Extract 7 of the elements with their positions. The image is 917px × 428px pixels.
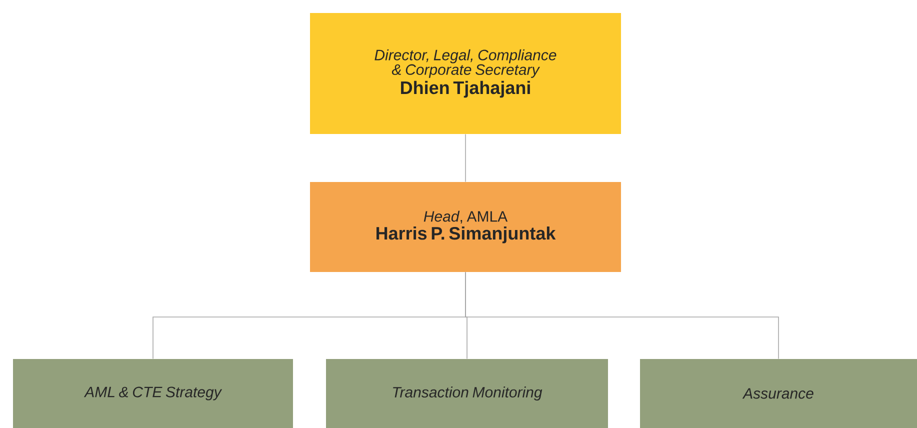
- unit-box: Transaction Monitoring: [326, 359, 608, 428]
- unit-box: AML & CTE Strategy: [13, 359, 293, 428]
- connector-line: [465, 134, 466, 182]
- unit-box: Assurance: [640, 359, 917, 428]
- head-box: Head, AMLA Harris P. Simanjuntak: [310, 182, 621, 272]
- director-box: Director, Legal, Compliance & Corporate Secretary Dhien Tjahajani: [310, 13, 621, 134]
- connector-line: [465, 272, 779, 360]
